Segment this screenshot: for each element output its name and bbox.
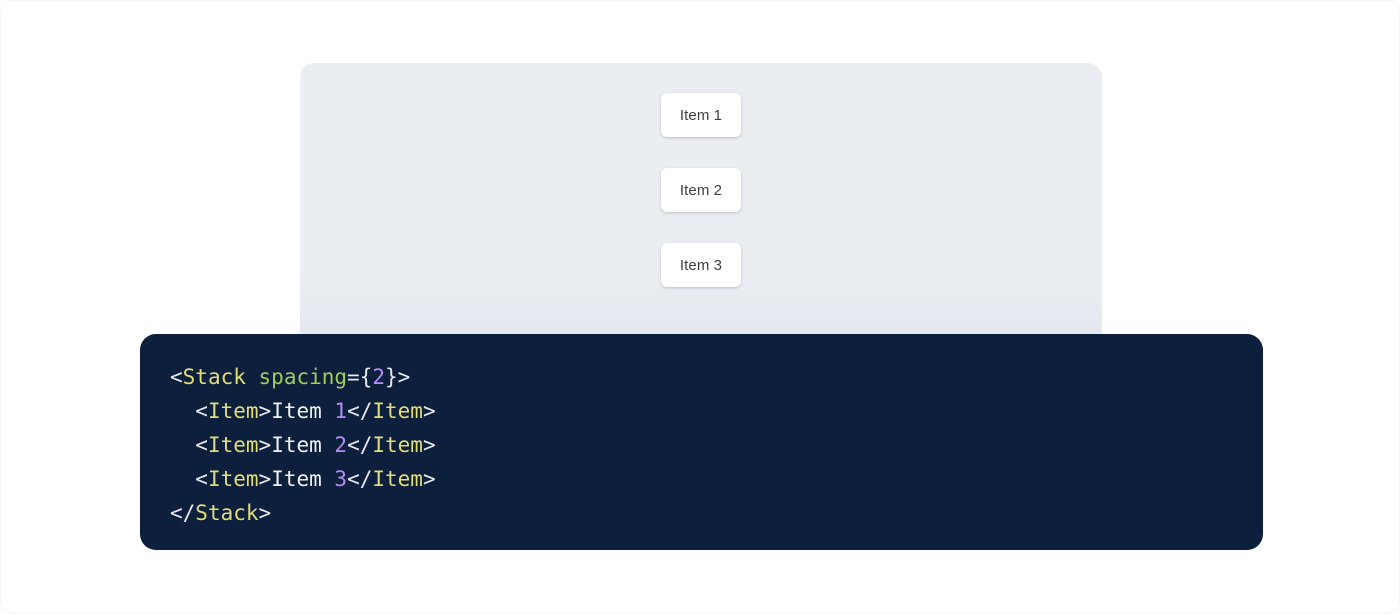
code-token-punct: > [423,433,436,457]
code-indent [170,399,195,423]
code-token-number: 3 [334,467,347,491]
code-token-tag: Stack [183,365,246,389]
code-token-text: Item [271,467,334,491]
code-token-tag: Item [372,467,423,491]
code-token-punct: </ [347,399,372,423]
code-token-punct: </ [347,433,372,457]
code-token-tag: Item [372,399,423,423]
code-indent [170,433,195,457]
stack-item-label: Item 1 [680,107,722,124]
code-token-punct: }> [385,365,410,389]
code-token-punct: > [259,399,272,423]
code-token-punct: ={ [347,365,372,389]
code-token-punct: > [423,399,436,423]
code-listing[interactable]: <Stack spacing={2}> <Item>Item 1</Item> … [170,360,1263,530]
code-token-punct [246,365,259,389]
code-line: <Stack spacing={2}> [170,360,1263,394]
code-token-text: Item [271,399,334,423]
code-token-punct: < [195,467,208,491]
code-line: <Item>Item 3</Item> [170,462,1263,496]
code-token-tag: Stack [195,501,258,525]
code-token-punct: > [259,501,272,525]
code-token-punct: > [423,467,436,491]
code-token-punct: > [259,467,272,491]
stack-container: Item 1 Item 2 Item 3 [300,63,1102,287]
stack-item-label: Item 2 [680,182,722,199]
code-indent [170,467,195,491]
code-line: <Item>Item 2</Item> [170,428,1263,462]
code-token-punct: </ [170,501,195,525]
code-token-punct: < [195,433,208,457]
stack-item-label: Item 3 [680,257,722,274]
code-line: </Stack> [170,496,1263,530]
code-token-punct: < [170,365,183,389]
stack-item[interactable]: Item 2 [661,168,741,212]
stack-item[interactable]: Item 1 [661,93,741,137]
code-token-tag: Item [208,399,259,423]
code-token-punct: </ [347,467,372,491]
code-snippet-block: <Stack spacing={2}> <Item>Item 1</Item> … [140,334,1263,550]
code-token-tag: Item [208,467,259,491]
code-token-punct: < [195,399,208,423]
code-token-number: 2 [334,433,347,457]
code-token-attr: spacing [259,365,348,389]
code-token-text: Item [271,433,334,457]
code-token-tag: Item [372,433,423,457]
stack-item[interactable]: Item 3 [661,243,741,287]
component-preview-panel: Item 1 Item 2 Item 3 [300,63,1102,353]
code-token-number: 1 [334,399,347,423]
code-line: <Item>Item 1</Item> [170,394,1263,428]
code-token-tag: Item [208,433,259,457]
code-token-punct: > [259,433,272,457]
code-token-number: 2 [372,365,385,389]
